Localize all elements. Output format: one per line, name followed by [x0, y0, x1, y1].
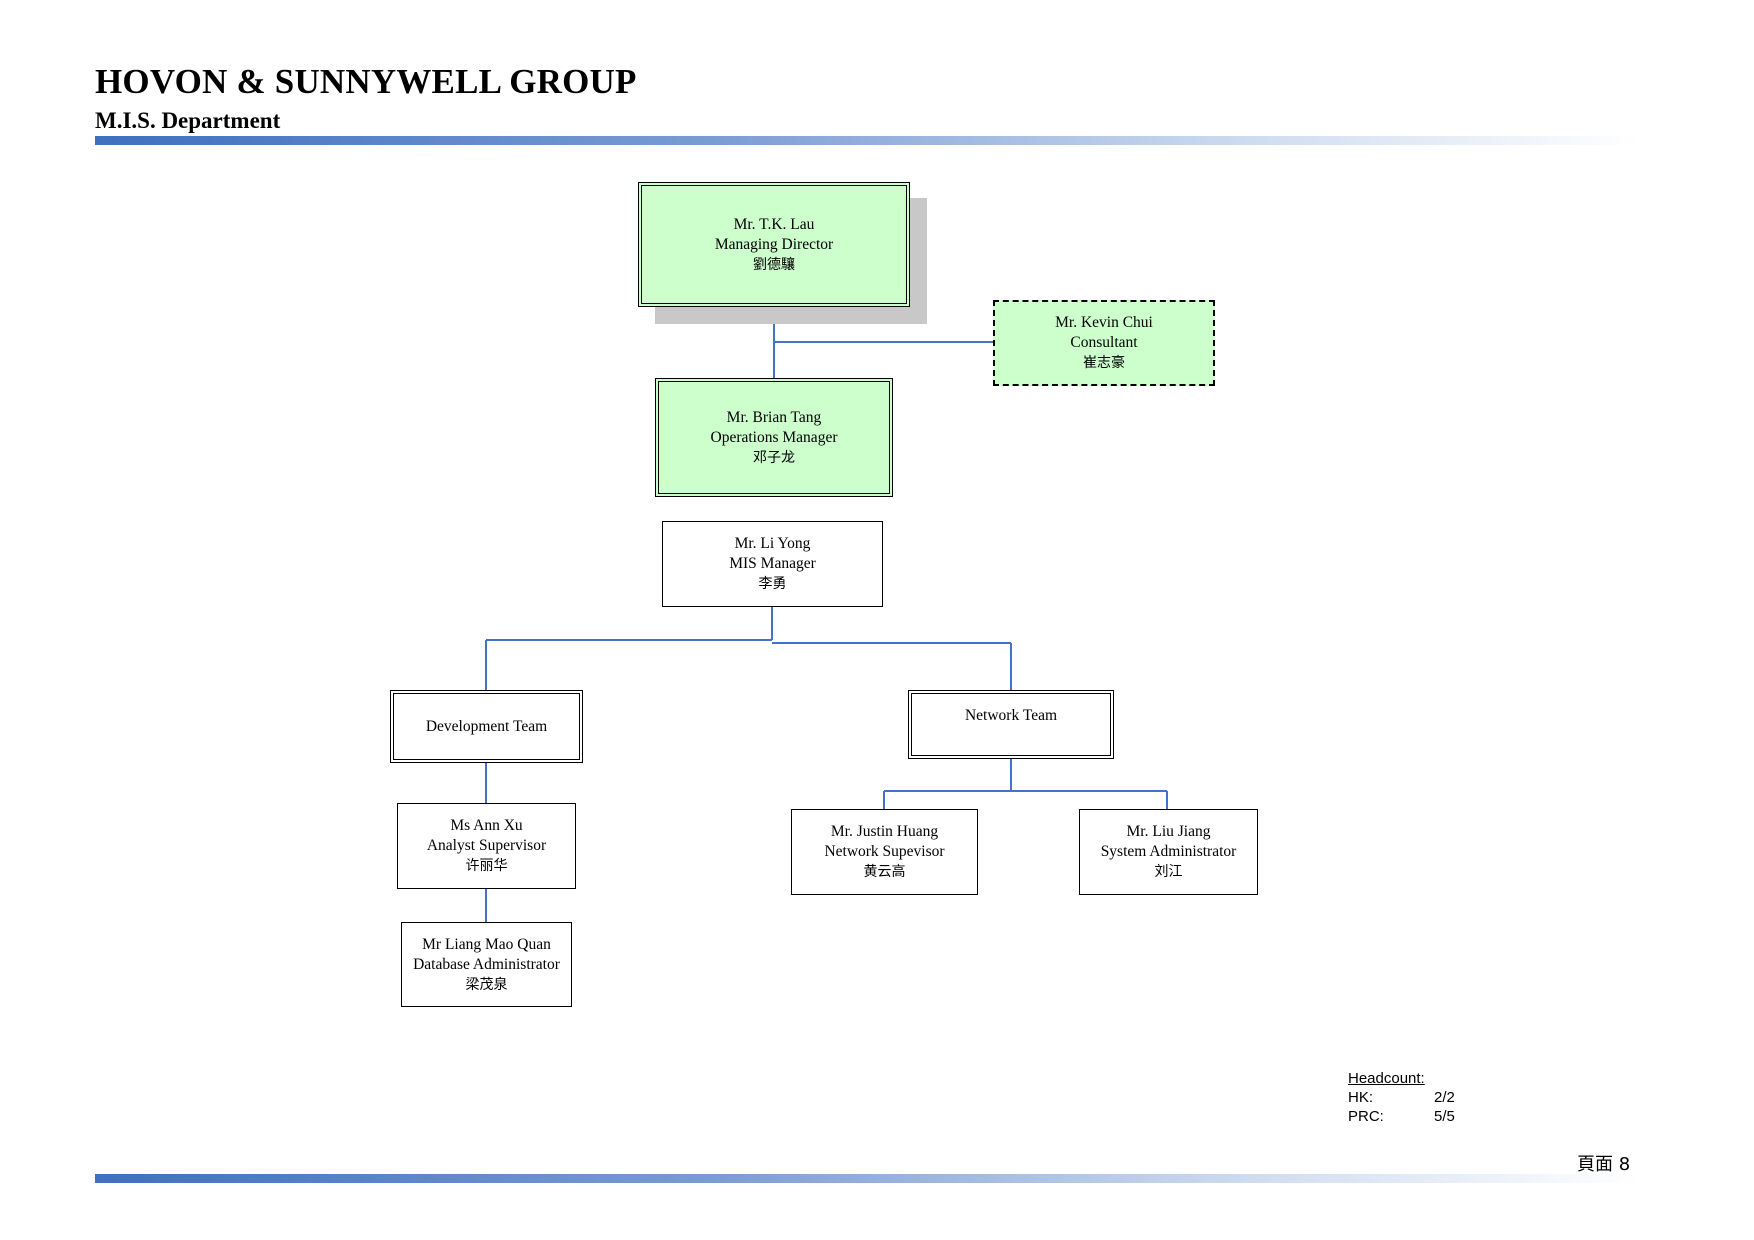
operations-manager-box: Mr. Brian Tang Operations Manager 邓子龙 — [655, 378, 893, 497]
network-supervisor-chinese-name: 黄云高 — [863, 864, 906, 880]
managing-director-name: Mr. T.K. Lau — [733, 215, 815, 233]
system-admin-name: Mr. Liu Jiang — [1126, 823, 1211, 840]
footer-accent-bar — [95, 1174, 1640, 1183]
network-supervisor-name: Mr. Justin Huang — [830, 823, 939, 840]
headcount-value: 2/2 — [1434, 1089, 1455, 1106]
system-admin-title: System Administrator — [1100, 843, 1237, 860]
headcount-panel: Headcount: HK: 2/2 PRC: 5/5 — [1348, 1069, 1455, 1126]
managing-director-title: Managing Director — [714, 235, 834, 253]
database-admin-box: Mr Liang Mao Quan Database Administrator… — [401, 922, 572, 1007]
managing-director-box: Mr. T.K. Lau Managing Director 劉德驤 — [638, 182, 910, 307]
analyst-supervisor-title: Analyst Supervisor — [426, 837, 547, 854]
headcount-value: 5/5 — [1434, 1108, 1455, 1125]
header-accent-bar — [95, 136, 1640, 145]
system-admin-chinese-name: 刘江 — [1154, 864, 1183, 880]
consultant-title: Consultant — [1070, 334, 1138, 351]
network-supervisor-title: Network Supevisor — [824, 843, 945, 860]
database-admin-title: Database Administrator — [413, 955, 560, 973]
mis-manager-box: Mr. Li Yong MIS Manager 李勇 — [662, 521, 883, 607]
headcount-row-hk: HK: 2/2 — [1348, 1088, 1455, 1107]
mis-manager-name: Mr. Li Yong — [734, 535, 811, 552]
managing-director-chinese-name: 劉德驤 — [753, 256, 795, 273]
analyst-supervisor-chinese-name: 许丽华 — [465, 858, 508, 874]
database-admin-chinese-name: 梁茂泉 — [465, 976, 508, 993]
analyst-supervisor-box: Ms Ann Xu Analyst Supervisor 许丽华 — [397, 803, 576, 889]
headcount-title: Headcount: — [1348, 1070, 1425, 1087]
headcount-label: HK: — [1348, 1089, 1374, 1106]
mis-manager-chinese-name: 李勇 — [758, 576, 787, 592]
operations-manager-name: Mr. Brian Tang — [726, 408, 822, 426]
network-supervisor-box: Mr. Justin Huang Network Supevisor 黄云高 — [791, 809, 978, 895]
development-team-box: Development Team — [390, 690, 583, 763]
operations-manager-title: Operations Manager — [710, 428, 838, 446]
database-admin-name: Mr Liang Mao Quan — [422, 935, 551, 953]
headcount-row-prc: PRC: 5/5 — [1348, 1107, 1455, 1126]
development-team-label: Development Team — [425, 717, 548, 735]
page-number: 頁面 8 — [1577, 1154, 1631, 1175]
department-subtitle: M.I.S. Department — [95, 108, 281, 133]
mis-manager-title: MIS Manager — [729, 555, 816, 572]
operations-manager-chinese-name: 邓子龙 — [753, 449, 795, 466]
company-title: HOVON & SUNNYWELL GROUP — [95, 62, 637, 101]
system-admin-box: Mr. Liu Jiang System Administrator 刘江 — [1079, 809, 1258, 895]
consultant-name: Mr. Kevin Chui — [1055, 314, 1153, 331]
consultant-chinese-name: 崔志豪 — [1083, 355, 1125, 371]
network-team-label: Network Team — [964, 707, 1058, 724]
analyst-supervisor-name: Ms Ann Xu — [450, 817, 523, 834]
consultant-box: Mr. Kevin Chui Consultant 崔志豪 — [993, 300, 1215, 386]
headcount-label: PRC: — [1348, 1108, 1384, 1125]
network-team-box: Network Team — [908, 690, 1114, 759]
